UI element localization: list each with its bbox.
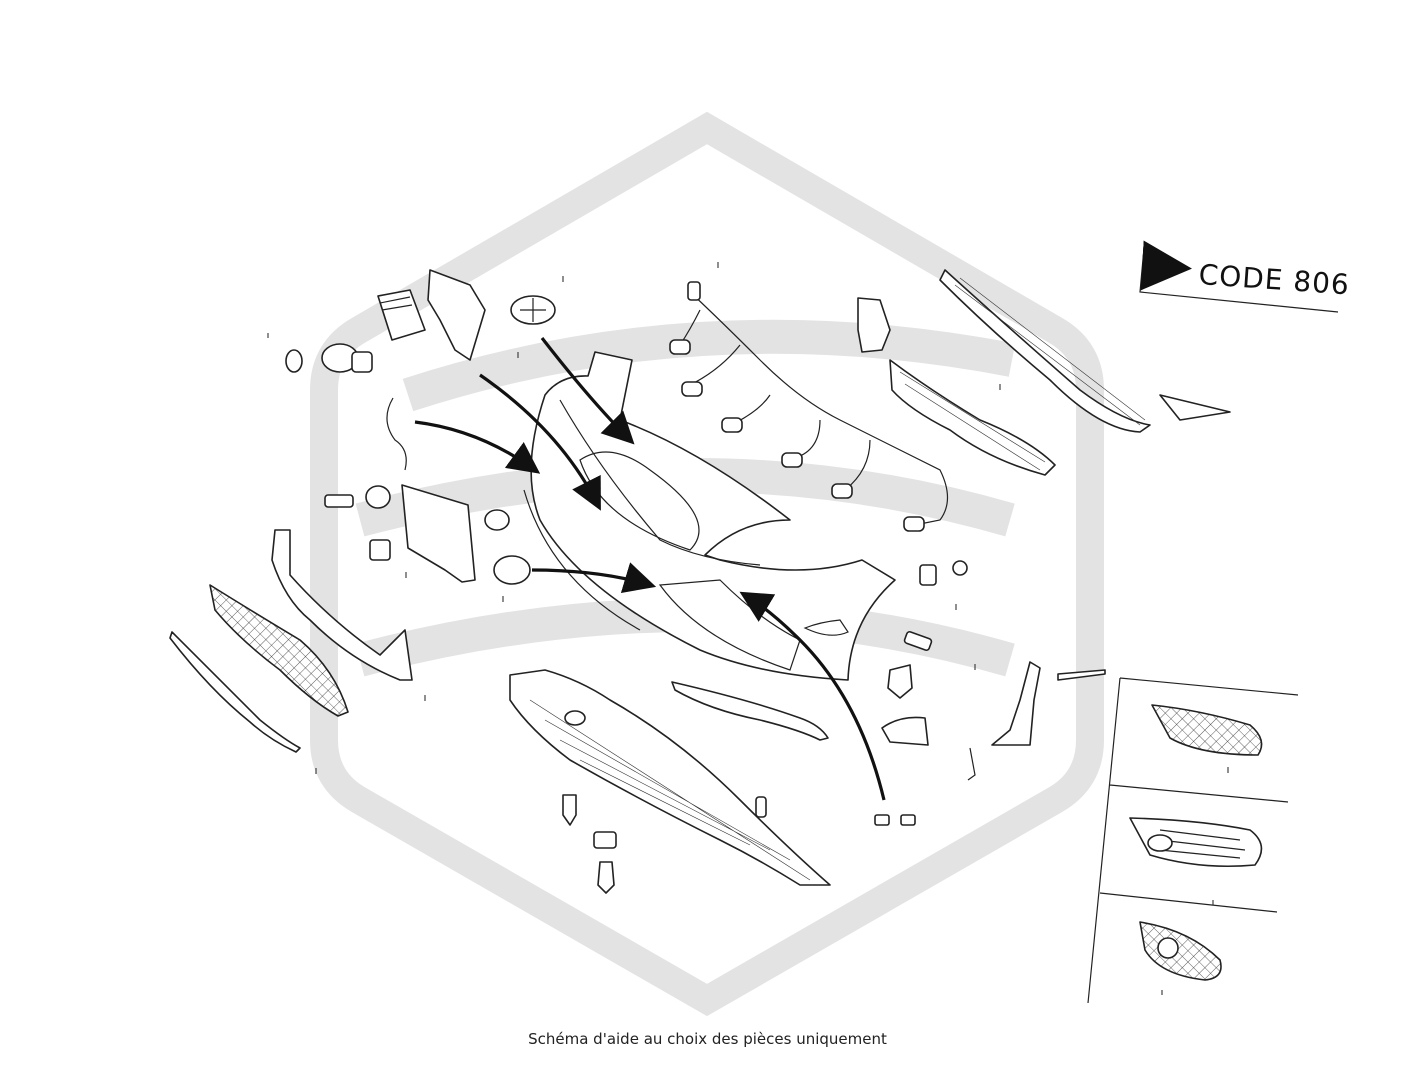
upper-reinforcement-beam: [939, 269, 1151, 433]
parking-sensor: [321, 343, 373, 373]
fog-lamp-cover: [881, 716, 929, 746]
chrome-trim-strip: [169, 631, 301, 753]
variant-grille-mesh: [1151, 704, 1263, 756]
lower-absorber: [889, 359, 1056, 476]
screw-bolt: [324, 494, 354, 508]
grille-frame-left: [271, 529, 413, 681]
diagram-caption: Schéma d'aide au choix des pièces unique…: [528, 1030, 887, 1048]
wire-loom-small: [386, 397, 407, 471]
control-module: [377, 289, 426, 341]
lower-grille-mesh: [209, 584, 349, 717]
side-bracket-right: [857, 297, 891, 353]
variant-grille-foglamp: [1139, 921, 1222, 981]
parking-sensor-harness: [669, 281, 949, 532]
assembly-arrows: [414, 337, 886, 801]
sensor-sleeve: [365, 485, 391, 509]
sensor-ring: [285, 349, 303, 373]
licence-plate-bracket: [401, 484, 476, 583]
sensor-sleeve-center: [484, 509, 510, 531]
variant-grille-chrome: [1129, 817, 1263, 868]
fasteners: [562, 560, 976, 894]
lower-trim-strip: [671, 681, 829, 741]
clip-small-left: [369, 539, 391, 561]
reference-ticks: [267, 262, 1229, 995]
code-806-callout: [1139, 240, 1339, 313]
emblem-badge: [510, 295, 556, 325]
lower-spoiler: [509, 669, 831, 886]
grille-variants-panel: [1087, 677, 1299, 1004]
bracket-lower-right: [991, 661, 1106, 746]
triangle-trim: [1159, 394, 1231, 421]
bracket-module-holder: [427, 269, 486, 361]
parking-sensor-center: [493, 555, 531, 585]
